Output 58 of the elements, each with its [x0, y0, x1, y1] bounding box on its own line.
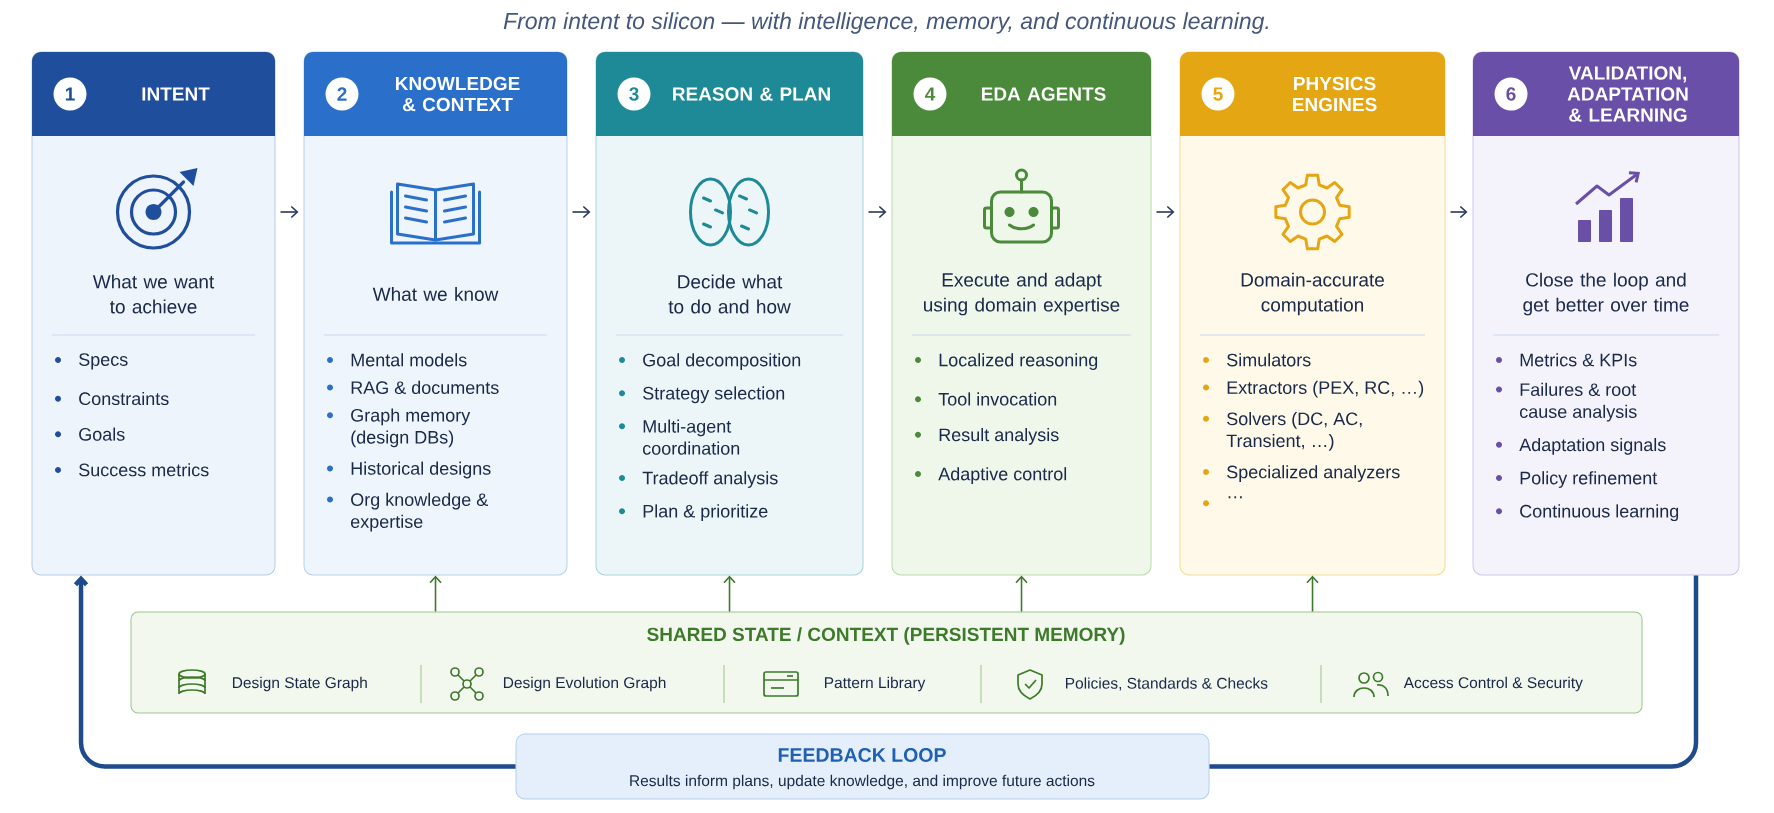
- bullet-item: RAG & documents: [327, 380, 499, 395]
- bullet-item: Failures & root cause analysis: [1496, 382, 1637, 422]
- bullet-item: Result analysis: [915, 428, 1059, 445]
- bullet-item: Strategy selection: [619, 386, 785, 404]
- step-number: 3: [617, 77, 651, 111]
- bullet-item: Org knowledge & expertise: [327, 492, 488, 532]
- bullet-item: Multi-agent coordination: [619, 419, 740, 455]
- bullet-item: Solvers (DC, AC, Transient, …): [1203, 412, 1362, 451]
- bullet-item: Tradeoff analysis: [619, 471, 778, 488]
- connector-line: [1209, 575, 1699, 769]
- subtitle: From intent to silicon — with intelligence, memory, and continuous learning.: [503, 12, 1268, 34]
- bullet-item: Historical designs: [327, 461, 491, 479]
- item-label: Pattern Library: [825, 676, 926, 692]
- bullet-item: Simulators: [1203, 353, 1311, 367]
- item-label: Design Evolution Graph: [504, 676, 666, 692]
- bullet-item: Localized reasoning: [915, 353, 1098, 370]
- bullet-item: Metrics & KPIs: [1496, 353, 1637, 367]
- arrow: [1015, 575, 1028, 613]
- bullet-item: Constraints: [55, 391, 169, 406]
- bullet-item: Mental models: [327, 353, 467, 367]
- bullet-item: Adaptation signals: [1496, 438, 1666, 455]
- bullet-item: Goals: [55, 427, 125, 441]
- item-label: Design State Graph: [233, 676, 367, 692]
- card-subtitle: Decide what to do and how: [668, 274, 791, 314]
- bullet-item: Goal decomposition: [619, 353, 801, 370]
- bullet-item: Continuous learning: [1496, 504, 1679, 522]
- bullet-item: Tool invocation: [915, 392, 1057, 406]
- card-subtitle: Close the loop and get better over time: [1523, 272, 1689, 316]
- arrow: [73, 575, 516, 769]
- step-number: 4: [913, 77, 947, 111]
- arrow: [429, 575, 442, 613]
- card-subtitle: Domain-accurate computation: [1241, 272, 1384, 316]
- step-number: 2: [325, 77, 359, 111]
- card-subtitle: Execute and adapt using domain expertise: [924, 272, 1120, 316]
- bullet-item: Adaptive control: [915, 467, 1067, 484]
- item-label: Policies, Standards & Checks: [1066, 677, 1268, 691]
- arrow: [1449, 205, 1468, 219]
- arrow: [1306, 575, 1319, 613]
- arrow: [279, 205, 299, 219]
- step-number: 5: [1201, 77, 1235, 111]
- bullet-item: Plan & prioritize: [619, 504, 768, 522]
- item-label: Access Control & Security: [1403, 676, 1583, 692]
- bullet-item: Specs: [55, 353, 128, 370]
- bullet-item: Extractors (PEX, RC, …): [1203, 380, 1424, 398]
- step-number: 1: [53, 77, 87, 111]
- card-subtitle: What we know: [372, 287, 499, 301]
- bullet-item: Specialized analyzers: [1203, 465, 1400, 482]
- bullet-item: …: [1203, 496, 1242, 507]
- bullet-item: Success metrics: [55, 463, 209, 477]
- bullet-item: Graph memory (design DBs): [327, 408, 471, 448]
- arrow: [867, 205, 887, 219]
- arrow: [1155, 205, 1175, 219]
- step-number: 6: [1494, 77, 1528, 111]
- bullet-item: Policy refinement: [1496, 471, 1658, 488]
- card-subtitle: What we want to achieve: [92, 274, 215, 314]
- feedback-box: FEEDBACK LOOP Results inform plans, update knowledge, and improve future actions: [515, 733, 1210, 800]
- arrow: [723, 575, 736, 613]
- arrow: [571, 205, 591, 219]
